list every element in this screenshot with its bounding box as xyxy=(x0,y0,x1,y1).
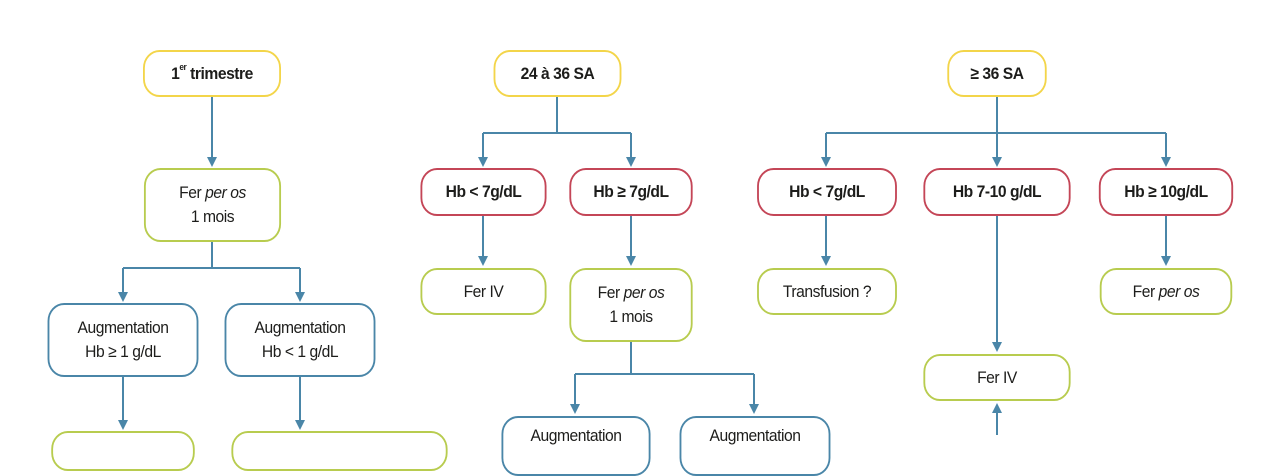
col2-header-24-36-sa: 24 à 36 SA xyxy=(493,50,622,97)
col2-header-label: 24 à 36 SA xyxy=(520,63,595,83)
col1-next-box-right-partial xyxy=(231,431,448,471)
col1-response-increase-high: Augmentation Hb ≥ 1 g/dL xyxy=(47,303,199,377)
col2-treatment-oral-prefix: Fer xyxy=(597,283,624,302)
col2-hb-low: Hb < 7g/dL xyxy=(420,168,547,216)
col3-treatment-iv-iron: Fer IV xyxy=(923,354,1071,401)
col1-response-low-title: Augmentation xyxy=(254,318,346,337)
col2-treatment-oral-iron: Fer per os 1 mois xyxy=(569,268,693,342)
col2-hb-high: Hb ≥ 7g/dL xyxy=(569,168,693,216)
col1-response-up-threshold: Hb ≥ 1 g/dL xyxy=(85,342,161,361)
col1-treatment-prefix: Fer xyxy=(179,183,206,202)
col3-hb-low-label: Hb < 7g/dL xyxy=(789,182,865,201)
flowchart-connectors xyxy=(118,97,1171,435)
col2-response-right-title: Augmentation xyxy=(709,426,801,445)
col1-header-number: 1 xyxy=(171,63,180,83)
col2-treatment-iv-iron: Fer IV xyxy=(420,268,547,315)
col1-response-up-title: Augmentation xyxy=(77,318,169,337)
col2-treatment-iv-label: Fer IV xyxy=(463,281,504,301)
col2-treatment-oral-duration: 1 mois xyxy=(609,307,653,326)
col3-transfusion: Transfusion ? xyxy=(757,268,897,315)
col1-response-increase-low: Augmentation Hb < 1 g/dL xyxy=(224,303,376,377)
col3-treatment-oral-iron: Fer per os xyxy=(1099,268,1233,315)
col1-treatment-route: per os xyxy=(205,183,246,202)
col3-treatment-oral-route: per os xyxy=(1158,281,1200,301)
col1-treatment-oral-iron: Fer per os 1 mois xyxy=(143,168,282,242)
col1-header-ordinal: er xyxy=(179,61,187,72)
col3-hb-mid: Hb 7-10 g/dL xyxy=(923,168,1071,216)
col3-transfusion-label: Transfusion ? xyxy=(782,281,872,301)
col2-treatment-oral-route: per os xyxy=(623,283,665,302)
col1-treatment-duration: 1 mois xyxy=(190,207,235,226)
col2-response-right: Augmentation xyxy=(679,416,831,476)
col3-hb-high: Hb ≥ 10g/dL xyxy=(1098,168,1234,216)
col3-hb-mid-label: Hb 7-10 g/dL xyxy=(952,182,1042,201)
col3-header-36-sa-plus: ≥ 36 SA xyxy=(947,50,1047,97)
col2-response-left-title: Augmentation xyxy=(530,426,622,445)
col1-header-first-trimester: 1er trimestre xyxy=(143,50,281,97)
col1-response-low-threshold: Hb < 1 g/dL xyxy=(261,342,339,361)
col2-hb-high-label: Hb ≥ 7g/dL xyxy=(593,182,669,201)
col3-header-label: ≥ 36 SA xyxy=(970,63,1024,83)
col3-treatment-oral-prefix: Fer xyxy=(1132,281,1159,301)
col2-response-left: Augmentation xyxy=(501,416,651,476)
col3-hb-low: Hb < 7g/dL xyxy=(757,168,897,216)
col2-hb-low-label: Hb < 7g/dL xyxy=(445,182,522,201)
col3-hb-high-label: Hb ≥ 10g/dL xyxy=(1124,182,1208,201)
col1-next-box-left-partial xyxy=(51,431,195,471)
col3-treatment-iv-label: Fer IV xyxy=(977,367,1017,387)
col1-header-label: trimestre xyxy=(186,63,253,83)
